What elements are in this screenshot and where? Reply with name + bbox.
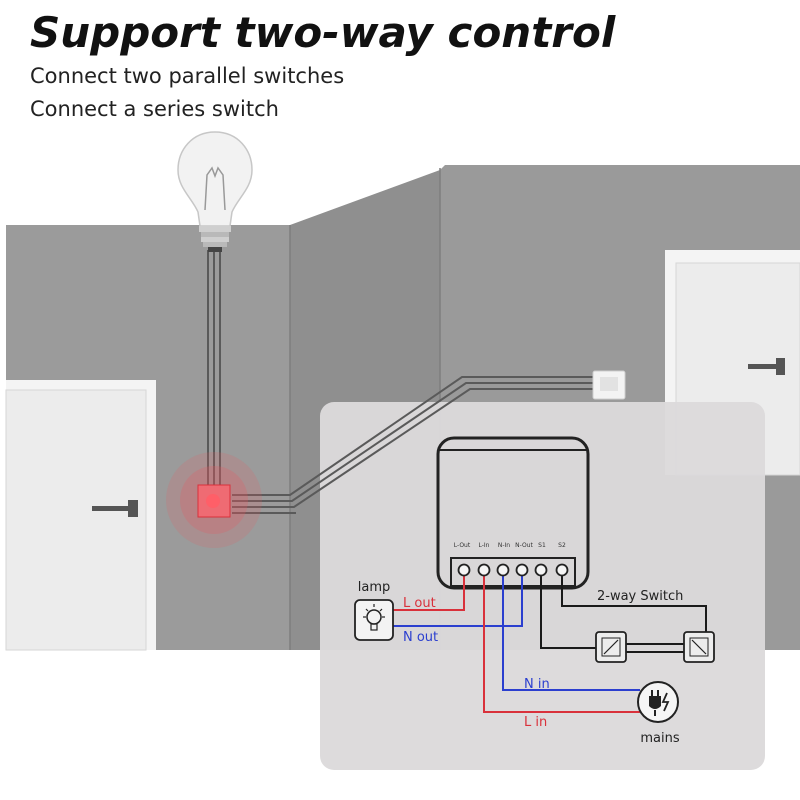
terminal-label: S2	[558, 542, 566, 549]
switch-cable	[232, 376, 596, 514]
ceiling-cable	[207, 250, 221, 488]
subtitle-parallel: Connect two parallel switches	[30, 64, 345, 88]
l-in-wire	[483, 570, 640, 713]
door-handle-icon	[748, 358, 785, 375]
two-way-switch-1	[595, 631, 627, 663]
mains-label: mains	[640, 731, 679, 746]
terminal-screw	[515, 563, 529, 577]
terminal-label: L-Out	[454, 542, 471, 549]
terminal-labels: L-Out L-In N-In N-Out S1 S2	[454, 542, 566, 549]
terminal-screw	[534, 563, 548, 577]
l-out-wire	[393, 570, 465, 611]
n-out-label: N out	[403, 630, 438, 645]
s2-wire	[561, 570, 707, 640]
terminal-label: N-In	[498, 542, 510, 549]
l-in-label: L in	[524, 715, 547, 730]
n-in-wire	[502, 570, 640, 691]
light-bulb-icon	[177, 131, 253, 252]
two-way-switch-2	[683, 631, 715, 663]
s1-wire	[540, 570, 600, 649]
n-out-wire	[393, 570, 523, 627]
l-out-label: L out	[403, 596, 436, 611]
terminals	[457, 563, 569, 577]
terminal-screw	[555, 563, 569, 577]
smart-switch-highlight[interactable]	[166, 452, 262, 548]
terminal-screw	[496, 563, 510, 577]
n-in-label: N in	[524, 677, 550, 692]
smart-module	[436, 436, 590, 590]
plug-icon	[637, 681, 679, 723]
subtitle-series: Connect a series switch	[30, 97, 279, 121]
terminal-screw	[457, 563, 471, 577]
terminal-label: L-In	[479, 542, 490, 549]
door-handle-icon	[92, 500, 138, 517]
lamp-icon	[354, 599, 394, 641]
two-way-switch-label: 2-way Switch	[597, 589, 683, 604]
left-door	[5, 389, 147, 651]
terminal-label: S1	[538, 542, 546, 549]
terminal-label: N-Out	[515, 542, 533, 549]
page-title: Support two-way control	[30, 8, 616, 57]
wall-switch[interactable]	[592, 370, 626, 400]
terminal-screw	[477, 563, 491, 577]
lamp-label: lamp	[358, 580, 391, 595]
